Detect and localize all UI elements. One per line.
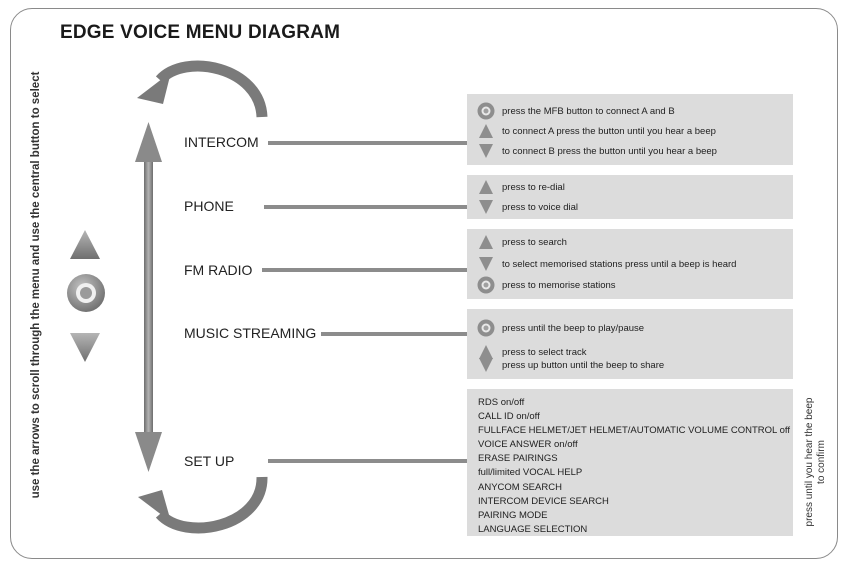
setup-option: RDS on/off xyxy=(478,397,525,408)
panel-row-text: press to memorise stations xyxy=(502,279,616,291)
panel-row: press to re-dial xyxy=(477,177,793,197)
setup-options-list: RDS on/off CALL ID on/off FULLFACE HELME… xyxy=(478,396,790,537)
up-arrow-icon xyxy=(477,343,495,361)
panel-row: to connect B press the button until you … xyxy=(477,141,793,161)
menu-label-phone: PHONE xyxy=(184,198,234,214)
panel-row-text: press the MFB button to connect A and B xyxy=(502,105,675,117)
up-arrow-icon xyxy=(477,233,495,251)
diagram-frame xyxy=(10,8,838,559)
panel-row-text: to select memorised stations press until… xyxy=(502,258,737,270)
connector-phone xyxy=(264,205,467,209)
setup-option: VOICE ANSWER on/off xyxy=(478,439,578,451)
menu-label-intercom: INTERCOM xyxy=(184,134,259,150)
setup-option: CALL ID on/off xyxy=(478,411,540,423)
vertical-shaft xyxy=(144,155,153,445)
panel-row-text: press to re-dial xyxy=(502,181,565,193)
panel-row: press to voice dial xyxy=(477,197,793,217)
center-button-icon xyxy=(477,319,495,337)
setup-option: PAIRING MODE xyxy=(478,509,548,521)
setup-option: full/limited VOCAL HELP xyxy=(478,467,583,479)
connector-fm-radio xyxy=(262,268,467,272)
center-button-icon xyxy=(477,102,495,120)
vertical-arrow-top xyxy=(135,122,162,162)
down-arrow-icon xyxy=(477,356,495,374)
menu-label-music-streaming: MUSIC STREAMING xyxy=(184,325,317,341)
menu-label-set-up: SET UP xyxy=(184,453,235,469)
top-curve-head xyxy=(137,72,171,104)
bottom-curve xyxy=(155,476,268,534)
top-curve xyxy=(155,60,268,118)
big-up-arrow-icon xyxy=(70,230,100,259)
connector-intercom xyxy=(268,141,467,145)
big-down-arrow-icon xyxy=(70,333,100,362)
up-arrow-icon xyxy=(477,122,495,140)
panel-row: press to memorise stations xyxy=(477,275,793,295)
down-arrow-icon xyxy=(477,198,495,216)
center-button-icon xyxy=(477,276,495,294)
down-arrow-icon xyxy=(477,142,495,160)
up-arrow-icon xyxy=(477,178,495,196)
setup-option: LANGUAGE SELECTION xyxy=(478,523,588,535)
panel-row-text: press to voice dial xyxy=(502,201,579,213)
panel-row: to connect A press the button until you … xyxy=(477,121,793,141)
right-instruction-line1: press until you hear the beep xyxy=(804,397,815,527)
setup-option: FULLFACE HELMET/JET HELMET/AUTOMATIC VOL… xyxy=(478,425,790,437)
menu-label-fm-radio: FM RADIO xyxy=(184,262,253,278)
panel-row: press to search xyxy=(477,232,793,252)
panel-set-up: RDS on/off CALL ID on/off FULLFACE HELME… xyxy=(467,389,793,536)
vertical-arrow-bottom xyxy=(135,432,162,472)
right-instruction-line2: to confirm xyxy=(816,440,827,484)
menu-cycle-arrow xyxy=(135,60,268,534)
panel-row: press the MFB button to connect A and B xyxy=(477,101,793,121)
big-center-button-icon xyxy=(67,274,105,312)
connector-music-streaming xyxy=(321,332,467,336)
setup-option: ERASE PAIRINGS xyxy=(478,453,558,465)
panel-row-text: to connect B press the button until you … xyxy=(502,145,717,157)
panel-intercom: press the MFB button to connect A and B … xyxy=(467,94,793,165)
panel-row-text: press up button until the beep to share xyxy=(502,359,665,371)
panel-row: press up button until the beep to share xyxy=(477,355,793,375)
connector-set-up xyxy=(268,459,467,463)
panel-music-streaming: press until the beep to play/pause press… xyxy=(467,309,793,379)
panel-row-text: to connect A press the button until you … xyxy=(502,125,716,137)
panel-phone: press to re-dial press to voice dial xyxy=(467,175,793,219)
panel-fm-radio: press to search to select memorised stat… xyxy=(467,229,793,299)
bottom-curve-head xyxy=(138,490,171,522)
panel-row: to select memorised stations press until… xyxy=(477,254,793,274)
down-arrow-icon xyxy=(477,255,495,273)
panel-row-text: press until the beep to play/pause xyxy=(502,322,645,334)
panel-row: press to select track xyxy=(477,342,793,362)
setup-option: ANYCOM SEARCH xyxy=(478,481,562,493)
panel-row: press until the beep to play/pause xyxy=(477,318,793,338)
panel-row-text: press to search xyxy=(502,236,567,248)
diagram-title: EDGE VOICE MENU DIAGRAM xyxy=(60,22,341,43)
panel-row-text: press to select track xyxy=(502,346,587,358)
setup-option: INTERCOM DEVICE SEARCH xyxy=(478,495,609,507)
left-instruction-text: use the arrows to scroll through the men… xyxy=(30,71,42,499)
